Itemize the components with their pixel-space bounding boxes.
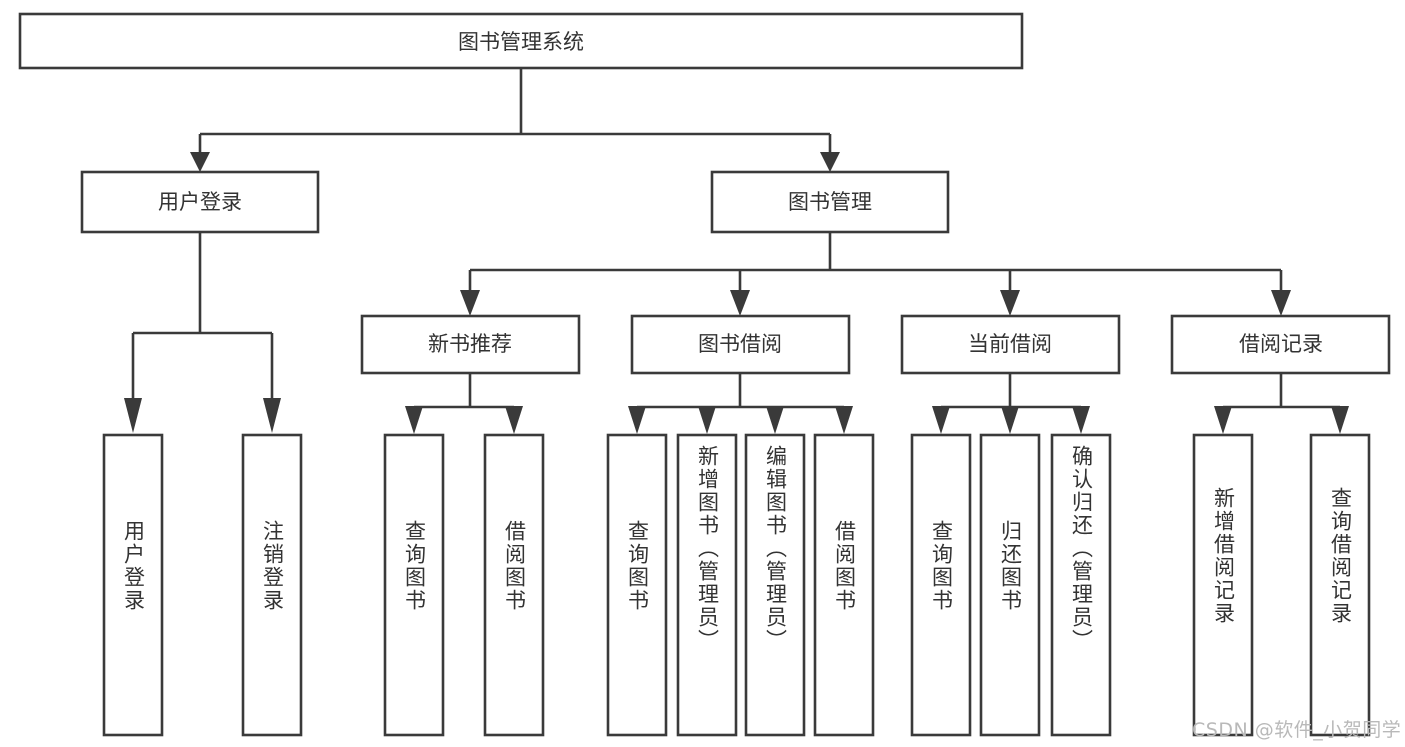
- arrow-to-leaf-edit-book: [766, 406, 784, 434]
- arrow-to-leaf-borrow-book-1: [505, 406, 523, 434]
- node-book-borrow-label: 图书借阅: [698, 332, 782, 356]
- node-root-box[interactable]: [18, 12, 1024, 70]
- arrow-to-leaf-add-record: [1214, 406, 1232, 434]
- arrow-to-leaf-query-book-2: [628, 406, 646, 434]
- node-leaf-edit-book-box[interactable]: [744, 433, 806, 737]
- node-book-borrow-box[interactable]: [630, 314, 851, 375]
- arrow-to-current-borrow: [1000, 290, 1020, 316]
- node-leaf-add-record-box[interactable]: [1192, 433, 1254, 737]
- arrow-to-leaf-confirm-return: [1072, 406, 1090, 434]
- csdn-watermark: CSDN @软件_小贺同学: [1192, 719, 1402, 741]
- node-book-manage-label: 图书管理: [788, 190, 872, 214]
- node-borrow-record-box[interactable]: [1170, 314, 1391, 375]
- connector-layer: [124, 68, 1349, 434]
- node-leaf-user-login-box[interactable]: [102, 433, 164, 737]
- node-new-book-recommend-label: 新书推荐: [428, 332, 512, 356]
- node-current-borrow-label: 当前借阅: [968, 332, 1052, 356]
- node-leaf-return-book-box[interactable]: [979, 433, 1041, 737]
- node-leaf-query-book-2-box[interactable]: [606, 433, 668, 737]
- node-leaf-query-record-box[interactable]: [1309, 433, 1371, 737]
- node-new-book-recommend-box[interactable]: [360, 314, 581, 375]
- node-leaf-query-book-1-box[interactable]: [383, 433, 445, 737]
- node-layer: 图书管理系统 用户登录 图书管理 新书推荐 图书借阅 当前借阅 借阅记录: [18, 12, 1391, 737]
- arrow-to-borrow-record: [1271, 290, 1291, 316]
- arrow-to-leaf-user-login: [124, 398, 142, 433]
- arrow-to-leaf-add-book: [698, 406, 716, 434]
- node-user-login-label: 用户登录: [158, 190, 242, 214]
- arrow-to-leaf-borrow-book-2: [835, 406, 853, 434]
- node-book-manage-box[interactable]: [710, 170, 950, 234]
- node-user-login-box[interactable]: [80, 170, 320, 234]
- node-leaf-borrow-book-1-box[interactable]: [483, 433, 545, 737]
- arrow-to-user-login: [190, 152, 210, 172]
- arrow-to-leaf-query-record: [1331, 406, 1349, 434]
- arrow-to-new-book-recommend: [460, 290, 480, 316]
- node-leaf-add-book-box[interactable]: [676, 433, 738, 737]
- arrow-to-leaf-query-book-1: [405, 406, 423, 434]
- arrow-to-leaf-user-logout: [263, 398, 281, 433]
- node-current-borrow-box[interactable]: [900, 314, 1121, 375]
- node-leaf-borrow-book-2-box[interactable]: [813, 433, 875, 737]
- node-borrow-record-label: 借阅记录: [1239, 332, 1323, 356]
- arrow-to-leaf-return-book: [1001, 406, 1019, 434]
- arrow-to-book-manage: [820, 152, 840, 172]
- node-leaf-user-logout-box[interactable]: [241, 433, 303, 737]
- node-leaf-confirm-return-box[interactable]: [1050, 433, 1112, 737]
- arrow-to-book-borrow: [730, 290, 750, 316]
- arrow-to-leaf-query-book-3: [932, 406, 950, 434]
- node-root-label: 图书管理系统: [458, 30, 584, 54]
- node-leaf-query-book-3-box[interactable]: [910, 433, 972, 737]
